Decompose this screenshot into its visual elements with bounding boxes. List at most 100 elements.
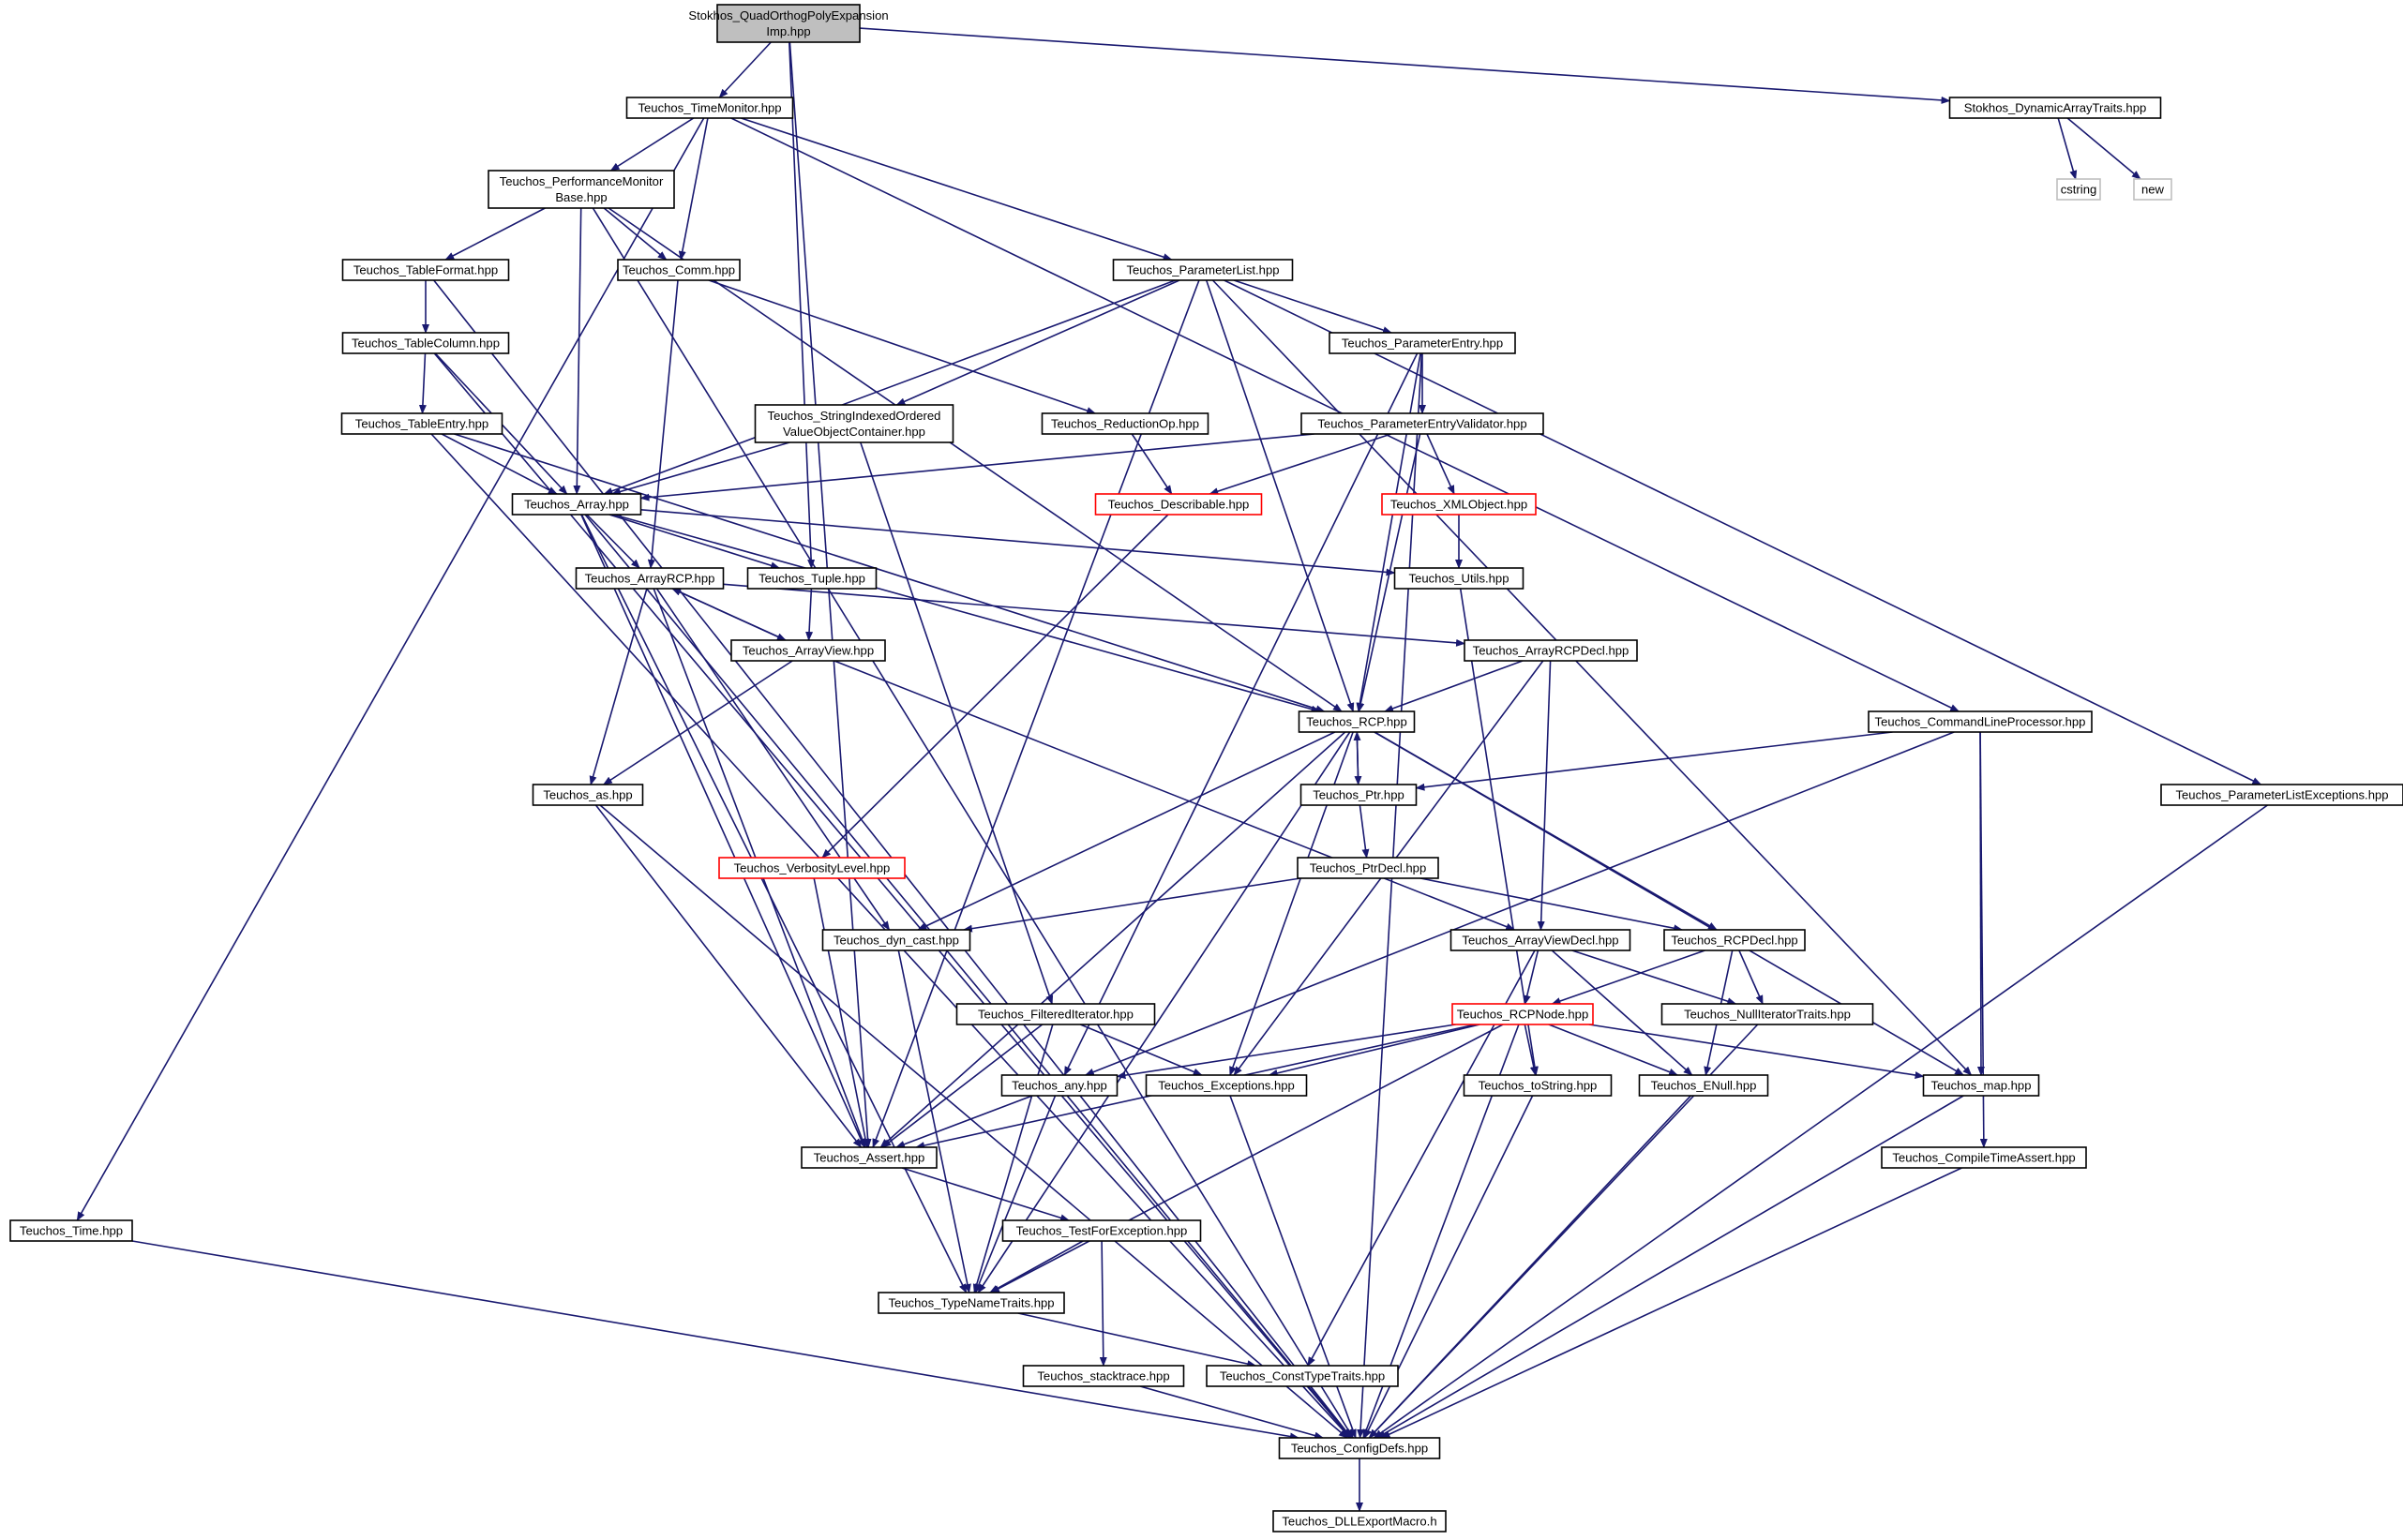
node-label: Teuchos_map.hpp — [1930, 1079, 2031, 1093]
node-rcp[interactable]: Teuchos_RCP.hpp — [1298, 710, 1416, 733]
node-label: Teuchos_RCP.hpp — [1306, 715, 1407, 729]
node-ctt[interactable]: Teuchos_ConstTypeTraits.hpp — [1206, 1365, 1399, 1387]
edge-utils-to-tostring — [1459, 588, 1539, 1076]
node-arrayrcp[interactable]: Teuchos_ArrayRCP.hpp — [575, 567, 725, 590]
node-tableentry[interactable]: Teuchos_TableEntry.hpp — [340, 412, 503, 435]
node-exc[interactable]: Teuchos_Exceptions.hpp — [1145, 1074, 1308, 1097]
node-box — [718, 857, 906, 879]
node-ptr[interactable]: Teuchos_Ptr.hpp — [1299, 784, 1418, 806]
node-label: Teuchos_ConfigDefs.hpp — [1291, 1442, 1428, 1456]
node-paramlist[interactable]: Teuchos_ParameterList.hpp — [1112, 259, 1294, 281]
node-label: Teuchos_NullIteratorTraits.hpp — [1684, 1008, 1851, 1022]
node-tablefmt[interactable]: Teuchos_TableFormat.hpp — [341, 259, 510, 281]
edge-rcp-to-dyncast — [917, 731, 1336, 931]
node-dll[interactable]: Teuchos_DLLExportMacro.h — [1272, 1510, 1447, 1533]
node-time[interactable]: Teuchos_Time.hpp — [9, 1219, 133, 1242]
node-box — [746, 567, 878, 590]
edge-ptrdecl-to-rcpdecl — [1419, 877, 1684, 933]
node-pev[interactable]: Teuchos_ParameterEntryValidator.hpp — [1300, 412, 1544, 435]
node-redop[interactable]: Teuchos_ReductionOp.hpp — [1041, 412, 1209, 435]
node-tablecol[interactable]: Teuchos_TableColumn.hpp — [341, 332, 510, 354]
node-box — [625, 97, 794, 119]
node-filtit[interactable]: Teuchos_FilteredIterator.hpp — [955, 1003, 1156, 1025]
edge-perfmon-to-array — [573, 207, 582, 495]
node-plexc[interactable]: Teuchos_ParameterListExceptions.hpp — [2160, 784, 2403, 806]
node-dyncast[interactable]: Teuchos_dyn_cast.hpp — [821, 929, 971, 951]
node-timemon[interactable]: Teuchos_TimeMonitor.hpp — [625, 97, 794, 119]
edge-arrayrcp-to-as — [589, 588, 648, 785]
node-config[interactable]: Teuchos_ConfigDefs.hpp — [1278, 1437, 1441, 1459]
edge-tableentry-to-array — [441, 433, 558, 495]
node-rcpnode[interactable]: Teuchos_RCPNode.hpp — [1451, 1003, 1594, 1025]
node-utils[interactable]: Teuchos_Utils.hpp — [1393, 567, 1524, 590]
node-box — [878, 1292, 1065, 1314]
edge-map-to-config — [1375, 1095, 1964, 1439]
node-stridx[interactable]: Teuchos_StringIndexedOrderedValueObjectC… — [754, 404, 954, 443]
edge-clp-to-ptr — [1415, 731, 1893, 791]
node-avdecl[interactable]: Teuchos_ArrayViewDecl.hpp — [1449, 929, 1631, 951]
node-st[interactable]: Teuchos_stacktrace.hpp — [1022, 1365, 1185, 1387]
edge-dyncast-to-tnt — [897, 949, 971, 1293]
node-box — [1638, 1074, 1769, 1097]
node-dynarr[interactable]: Stokhos_DynamicArrayTraits.hpp — [1948, 97, 2162, 119]
node-label: Teuchos_PerformanceMonitor — [500, 174, 664, 188]
node-label: ValueObjectContainer.hpp — [783, 425, 925, 439]
node-new[interactable]: new — [2133, 178, 2172, 201]
node-cta[interactable]: Teuchos_CompileTimeAssert.hpp — [1881, 1146, 2087, 1169]
node-label: Teuchos_Describable.hpp — [1108, 498, 1250, 512]
edge-perfmon-to-tablefmt — [444, 207, 546, 261]
node-box — [511, 493, 642, 516]
edge-rcp-to-exc — [1229, 731, 1354, 1076]
node-box — [575, 567, 725, 590]
node-cstring[interactable]: cstring — [2056, 178, 2101, 201]
node-label: Stokhos_DynamicArrayTraits.hpp — [1964, 101, 2147, 115]
node-label: Teuchos_ParameterListExceptions.hpp — [2175, 788, 2388, 802]
node-arcpdecl[interactable]: Teuchos_ArrayRCPDecl.hpp — [1464, 639, 1638, 662]
node-box — [340, 412, 503, 435]
edge-rcpnode-to-map — [1588, 1024, 1925, 1079]
node-box — [1022, 1365, 1185, 1387]
edge-tablecol-to-config — [433, 352, 1352, 1439]
node-paramentry[interactable]: Teuchos_ParameterEntry.hpp — [1329, 332, 1516, 354]
node-tostring[interactable]: Teuchos_toString.hpp — [1463, 1074, 1613, 1097]
node-as[interactable]: Teuchos_as.hpp — [532, 784, 644, 806]
edge-timemon-to-comm — [678, 117, 709, 261]
node-map[interactable]: Teuchos_map.hpp — [1922, 1074, 2040, 1097]
node-nullit[interactable]: Teuchos_NullIteratorTraits.hpp — [1660, 1003, 1874, 1025]
node-tuple[interactable]: Teuchos_Tuple.hpp — [746, 567, 878, 590]
edge-rcpdecl-to-rcpnode — [1551, 949, 1705, 1005]
node-enull[interactable]: Teuchos_ENull.hpp — [1638, 1074, 1769, 1097]
node-box — [1948, 97, 2162, 119]
node-arrayview[interactable]: Teuchos_ArrayView.hpp — [730, 639, 886, 662]
edge-assert-to-tfe — [901, 1167, 1070, 1222]
node-tfe[interactable]: Teuchos_TestForException.hpp — [1001, 1219, 1202, 1242]
edge-array-to-assert — [580, 514, 865, 1148]
node-any[interactable]: Teuchos_any.hpp — [1000, 1074, 1119, 1097]
node-describable[interactable]: Teuchos_Describable.hpp — [1094, 493, 1263, 516]
edge-ptr-to-ptrdecl — [1359, 804, 1370, 859]
node-label: Teuchos_Array.hpp — [524, 498, 629, 512]
node-label: Teuchos_ArrayView.hpp — [743, 644, 874, 658]
node-tnt[interactable]: Teuchos_TypeNameTraits.hpp — [878, 1292, 1065, 1314]
node-comm[interactable]: Teuchos_Comm.hpp — [617, 259, 741, 281]
node-box — [1298, 710, 1416, 733]
node-array[interactable]: Teuchos_Array.hpp — [511, 493, 642, 516]
node-rcpdecl[interactable]: Teuchos_RCPDecl.hpp — [1663, 929, 1806, 951]
node-verb[interactable]: Teuchos_VerbosityLevel.hpp — [718, 857, 906, 879]
node-box — [1663, 929, 1806, 951]
node-label: Teuchos_TimeMonitor.hpp — [638, 101, 781, 115]
edge-rcpnode-to-tostring — [1524, 1024, 1538, 1076]
node-box — [1300, 412, 1544, 435]
node-label: Teuchos_ArrayRCPDecl.hpp — [1473, 644, 1630, 658]
edge-time-to-config — [131, 1240, 1299, 1441]
node-label: Teuchos_DLLExportMacro.h — [1282, 1515, 1436, 1529]
edge-dynarr-to-cstring — [2057, 117, 2078, 180]
node-clp[interactable]: Teuchos_CommandLineProcessor.hpp — [1868, 710, 2093, 733]
node-assert[interactable]: Teuchos_Assert.hpp — [801, 1146, 938, 1169]
node-xmlobj[interactable]: Teuchos_XMLObject.hpp — [1381, 493, 1537, 516]
node-ptrdecl[interactable]: Teuchos_PtrDecl.hpp — [1297, 857, 1439, 879]
edge-avdecl-to-enull — [1551, 949, 1693, 1076]
node-box — [1922, 1074, 2040, 1097]
